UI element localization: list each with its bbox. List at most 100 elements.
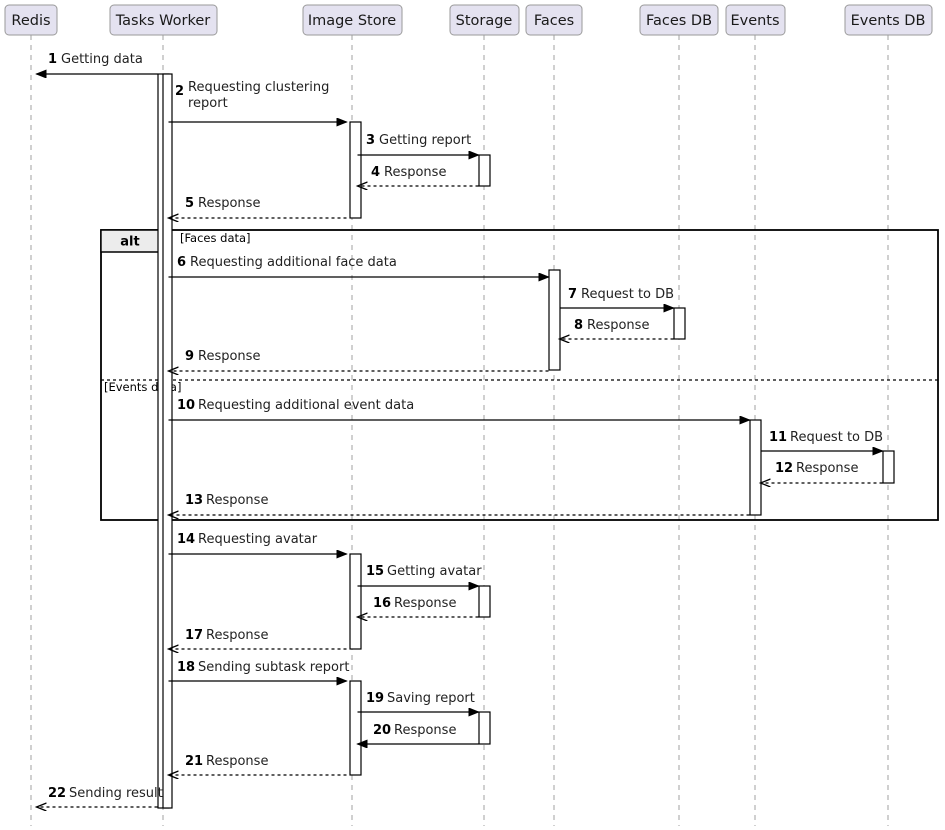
participant-eventsdb[interactable]: Events DB [844, 4, 933, 36]
participant-label-storage: Storage [456, 13, 513, 29]
message-number-18: 18 [177, 660, 195, 675]
message-label-18: Sending subtask report [198, 660, 349, 675]
message-label-21: Response [206, 754, 268, 769]
alt-fragment-layer: alt[Faces data][Events data] [100, 229, 939, 521]
message-label-5: Response [198, 196, 260, 211]
activation-bar-faces [548, 269, 561, 371]
participant-label-events: Events [730, 13, 779, 29]
participant-redis[interactable]: Redis [4, 4, 58, 36]
participant-faces[interactable]: Faces [525, 4, 583, 36]
message-label-15: Getting avatar [387, 564, 482, 579]
participant-box-faces[interactable] [525, 4, 583, 36]
message-label-2: Requesting clustering [188, 80, 329, 95]
activation-bar-imagestore [349, 121, 362, 219]
message-number-1: 1 [48, 52, 57, 67]
message-1: 1 Getting data [37, 52, 158, 74]
participant-box-redis[interactable] [4, 4, 58, 36]
message-number-15: 15 [366, 564, 384, 579]
participant-box-eventsdb[interactable] [844, 4, 933, 36]
message-label-2: report [188, 96, 228, 111]
message-number-11: 11 [769, 430, 787, 445]
message-number-19: 19 [366, 691, 384, 706]
activation-bar-events [749, 419, 762, 516]
activations-layer [157, 73, 895, 809]
alt-branch-condition-0: [Faces data] [180, 231, 251, 245]
message-label-7: Request to DB [581, 287, 674, 302]
activation-bar-storage [478, 585, 491, 618]
message-label-8: Response [587, 318, 649, 333]
message-number-20: 20 [373, 723, 391, 738]
activation-bar-imagestore [349, 680, 362, 776]
message-label-9: Response [198, 349, 260, 364]
message-5: 5 Response [169, 196, 347, 218]
participant-label-imagestore: Image Store [308, 13, 396, 29]
participants-layer: Redis Tasks Worker Image Store Storage Faces… [4, 4, 933, 36]
participant-box-storage[interactable] [449, 4, 520, 36]
message-9: 9 Response [169, 349, 549, 371]
participant-worker[interactable]: Tasks Worker [109, 4, 218, 36]
message-number-10: 10 [177, 398, 195, 413]
message-label-22: Sending result [69, 786, 163, 801]
participant-storage[interactable]: Storage [449, 4, 520, 36]
message-number-5: 5 [185, 196, 194, 211]
activation-bar-imagestore [349, 553, 362, 650]
activation-bar-worker [162, 73, 173, 809]
participant-imagestore[interactable]: Image Store [302, 4, 403, 36]
message-label-3: Getting report [379, 133, 471, 148]
participant-box-events[interactable] [725, 4, 786, 36]
message-number-16: 16 [373, 596, 391, 611]
participant-facesdb[interactable]: Faces DB [639, 4, 719, 36]
message-number-12: 12 [775, 461, 793, 476]
message-4: 4 Response [358, 165, 479, 186]
alt-fragment-border [100, 229, 939, 521]
activation-bar-storage [478, 711, 491, 745]
message-label-10: Requesting additional event data [198, 398, 414, 413]
activation-bar-eventsdb [882, 450, 895, 484]
activation-bar-facesdb [673, 307, 686, 340]
message-number-6: 6 [177, 255, 186, 270]
messages-layer: 1 Getting data 2 Requesting clusteringrepor… [37, 52, 884, 807]
message-label-4: Response [384, 165, 446, 180]
message-number-17: 17 [185, 628, 203, 643]
message-number-2: 2 [175, 84, 184, 99]
participant-label-eventsdb: Events DB [851, 13, 926, 29]
participant-box-imagestore[interactable] [302, 4, 403, 36]
message-label-17: Response [206, 628, 268, 643]
participant-label-faces: Faces [534, 13, 574, 29]
alt-fragment-label: alt [120, 235, 139, 250]
message-number-14: 14 [177, 532, 195, 547]
participant-box-worker[interactable] [109, 4, 218, 36]
message-label-13: Response [206, 493, 268, 508]
message-label-16: Response [394, 596, 456, 611]
activation-bar-storage [478, 154, 491, 187]
message-label-19: Saving report [387, 691, 475, 706]
message-number-9: 9 [185, 349, 194, 364]
message-number-4: 4 [371, 165, 380, 180]
message-number-22: 22 [48, 786, 66, 801]
message-label-1: Getting data [61, 52, 143, 67]
message-label-14: Requesting avatar [198, 532, 318, 547]
participant-box-facesdb[interactable] [639, 4, 719, 36]
message-label-20: Response [394, 723, 456, 738]
participant-label-redis: Redis [11, 13, 50, 29]
message-number-13: 13 [185, 493, 203, 508]
participant-events[interactable]: Events [725, 4, 786, 36]
